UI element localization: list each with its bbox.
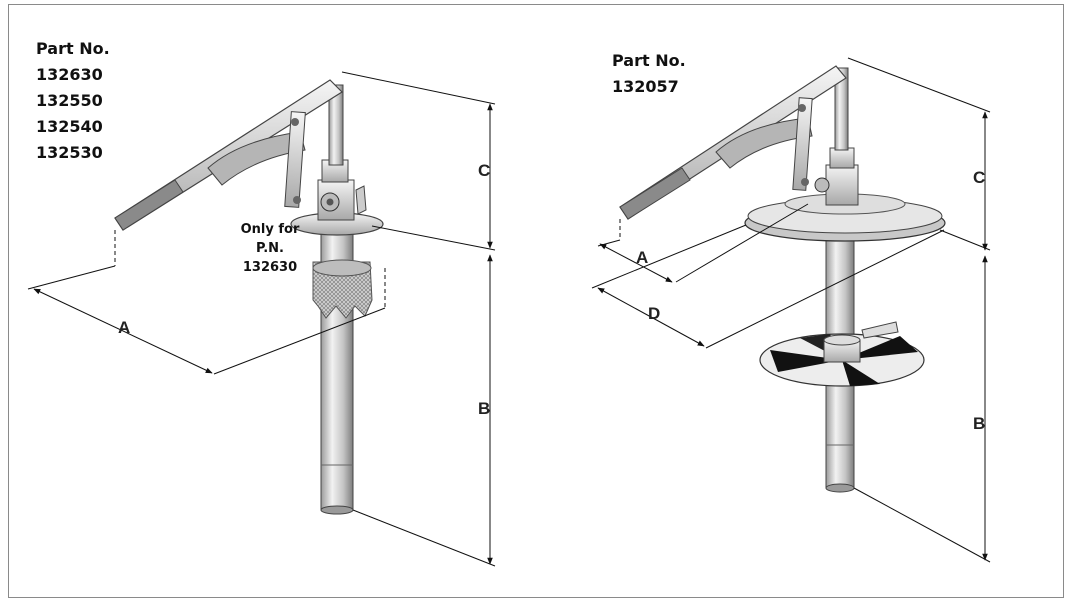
- strainer-note: Only for P.N. 132630: [228, 220, 312, 277]
- right-dim-d-label: D: [648, 304, 661, 323]
- right-dim-a-label: A: [636, 248, 649, 267]
- left-part-number: 132530: [36, 143, 103, 162]
- strainer-note-line2: P.N. 132630: [242, 241, 298, 275]
- left-part-number: 132550: [36, 91, 103, 110]
- left-dim-c-label: C: [478, 161, 491, 180]
- left-pump-strainer: [312, 261, 373, 319]
- left-part-number: 132630: [36, 65, 103, 84]
- left-dim-a-label: A: [118, 318, 131, 337]
- right-dimension-lines: [591, 57, 991, 563]
- left-part-number: 132540: [36, 117, 103, 136]
- left-pump: [114, 79, 384, 515]
- right-dim-b-label: B: [973, 414, 986, 433]
- figure-frame: [8, 4, 1064, 598]
- right-part-number: 132057: [612, 77, 679, 96]
- right-dim-c-label: C: [973, 168, 986, 187]
- left-dim-b-label: B: [478, 399, 491, 418]
- right-part-list: Part No. 132057: [612, 48, 686, 100]
- left-dimension-lines: [27, 71, 496, 567]
- right-part-heading: Part No.: [612, 51, 686, 70]
- right-pump: [619, 65, 946, 493]
- left-part-heading: Part No.: [36, 39, 110, 58]
- strainer-note-line1: Only for: [240, 222, 300, 237]
- left-part-list: Part No. 132630 132550 132540 132530: [36, 36, 110, 166]
